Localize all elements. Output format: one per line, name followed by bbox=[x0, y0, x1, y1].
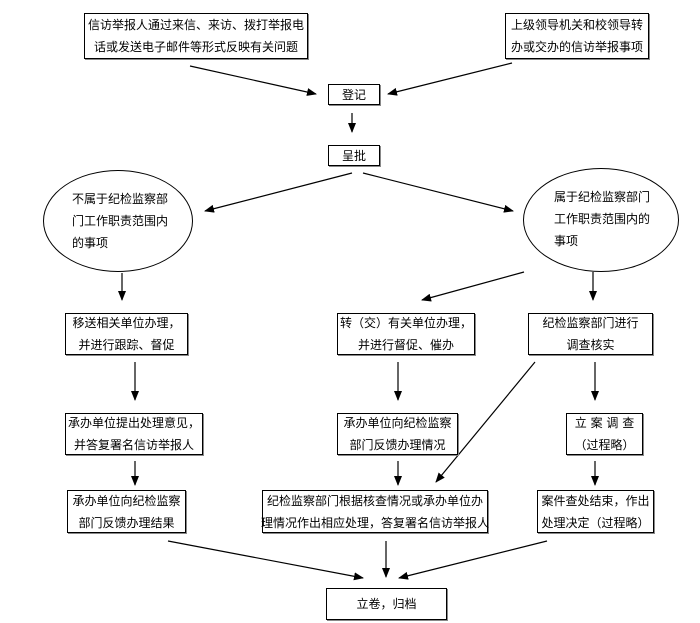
node-approve: 呈批 bbox=[328, 145, 380, 166]
node-text: 移送相关单位办理， bbox=[72, 316, 181, 330]
node-text: 工作职责范围内的 bbox=[554, 212, 651, 226]
node-transfer-unit: 移送相关单位办理， 并进行跟踪、督促 bbox=[65, 313, 188, 355]
node-text: 纪检监察部门进行 bbox=[542, 316, 639, 330]
arrow-in-scope-to-forward bbox=[421, 271, 525, 302]
node-dept-handle: 纪检监察部门根据核查情况或承办单位办 理情况作出相应处理，答复署名信访举报人 bbox=[261, 490, 490, 533]
node-file-case: 立 案 调 查 （过程略） bbox=[566, 413, 643, 455]
node-text: 处理决定（过程略） bbox=[541, 515, 650, 530]
node-register: 登记 bbox=[328, 84, 380, 105]
node-text: 门工作职责范围内 bbox=[72, 214, 169, 228]
node-text: 案件查处结束，作出 bbox=[541, 493, 650, 508]
node-text: 不属于纪检监察部 bbox=[72, 192, 169, 206]
arrow-result-to-archive bbox=[167, 540, 364, 581]
node-text: 并进行跟踪、督促 bbox=[78, 338, 175, 352]
node-text: 承办单位提出处理意见， bbox=[67, 416, 200, 430]
arrow-approve-to-in-scope bbox=[362, 172, 514, 213]
node-text: 转（交）有关单位办理， bbox=[339, 316, 472, 330]
node-text: 办或交办的信访举报事项 bbox=[510, 40, 643, 54]
node-not-in-scope: 不属于纪检监察部 门工作职责范围内 的事项 bbox=[43, 170, 193, 272]
node-source-superior: 上级领导机关和校领导转 办或交办的信访举报事项 bbox=[505, 13, 649, 59]
node-text: 事项 bbox=[554, 234, 579, 248]
node-text: 呈批 bbox=[341, 148, 366, 163]
node-text: 立卷，归档 bbox=[356, 597, 417, 611]
node-text: 承办单位向纪检监察 bbox=[343, 416, 452, 430]
node-in-scope: 属于纪检监察部门 工作职责范围内的 事项 bbox=[523, 168, 679, 272]
node-text: 理情况作出相应处理，答复署名信访举报人 bbox=[261, 515, 490, 530]
node-text: 信访举报人通过来信、来访、拨打举报电 bbox=[87, 18, 304, 32]
node-text: 纪检监察部门根据核查情况或承办单位办 bbox=[266, 493, 483, 508]
node-text: 登记 bbox=[341, 87, 366, 102]
node-text: 并答复署名信访举报人 bbox=[73, 438, 194, 452]
node-source-public: 信访举报人通过来信、来访、拨打举报电 话或发送电子邮件等形式反映有关问题 bbox=[84, 13, 308, 59]
arrow-investigate-to-dept-handle bbox=[435, 361, 536, 483]
node-text: 并进行督促、催办 bbox=[357, 338, 454, 352]
arrow-closed-to-archive bbox=[398, 540, 548, 580]
node-text: 属于纪检监察部门 bbox=[554, 190, 651, 204]
node-archive: 立卷，归档 bbox=[326, 588, 447, 620]
arrow-public-to-register bbox=[189, 65, 317, 96]
node-unit-opinion: 承办单位提出处理意见， 并答复署名信访举报人 bbox=[65, 413, 203, 455]
node-text: 上级领导机关和校领导转 bbox=[510, 18, 643, 32]
node-case-closed: 案件查处结束，作出 处理决定（过程略） bbox=[537, 490, 654, 533]
node-investigate: 纪检监察部门进行 调查核实 bbox=[528, 313, 653, 355]
node-text: 调查核实 bbox=[566, 338, 615, 352]
node-text: 的事项 bbox=[72, 236, 109, 250]
node-text: 部门反馈办理结果 bbox=[78, 515, 175, 530]
node-unit-feedback-status: 承办单位向纪检监察 部门反馈办理情况 bbox=[337, 413, 458, 455]
node-text: 承办单位向纪检监察 bbox=[72, 493, 181, 508]
node-forward-unit: 转（交）有关单位办理， 并进行督促、催办 bbox=[337, 313, 475, 355]
node-text: 部门反馈办理情况 bbox=[349, 438, 446, 452]
node-text: （过程略） bbox=[574, 438, 635, 452]
node-text: 立 案 调 查 bbox=[574, 416, 635, 430]
arrow-superior-to-register bbox=[387, 62, 513, 96]
node-unit-feedback-result: 承办单位向纪检监察 部门反馈办理结果 bbox=[67, 490, 186, 533]
node-text: 话或发送电子邮件等形式反映有关问题 bbox=[93, 40, 298, 54]
arrow-approve-to-not-in-scope bbox=[204, 172, 353, 213]
